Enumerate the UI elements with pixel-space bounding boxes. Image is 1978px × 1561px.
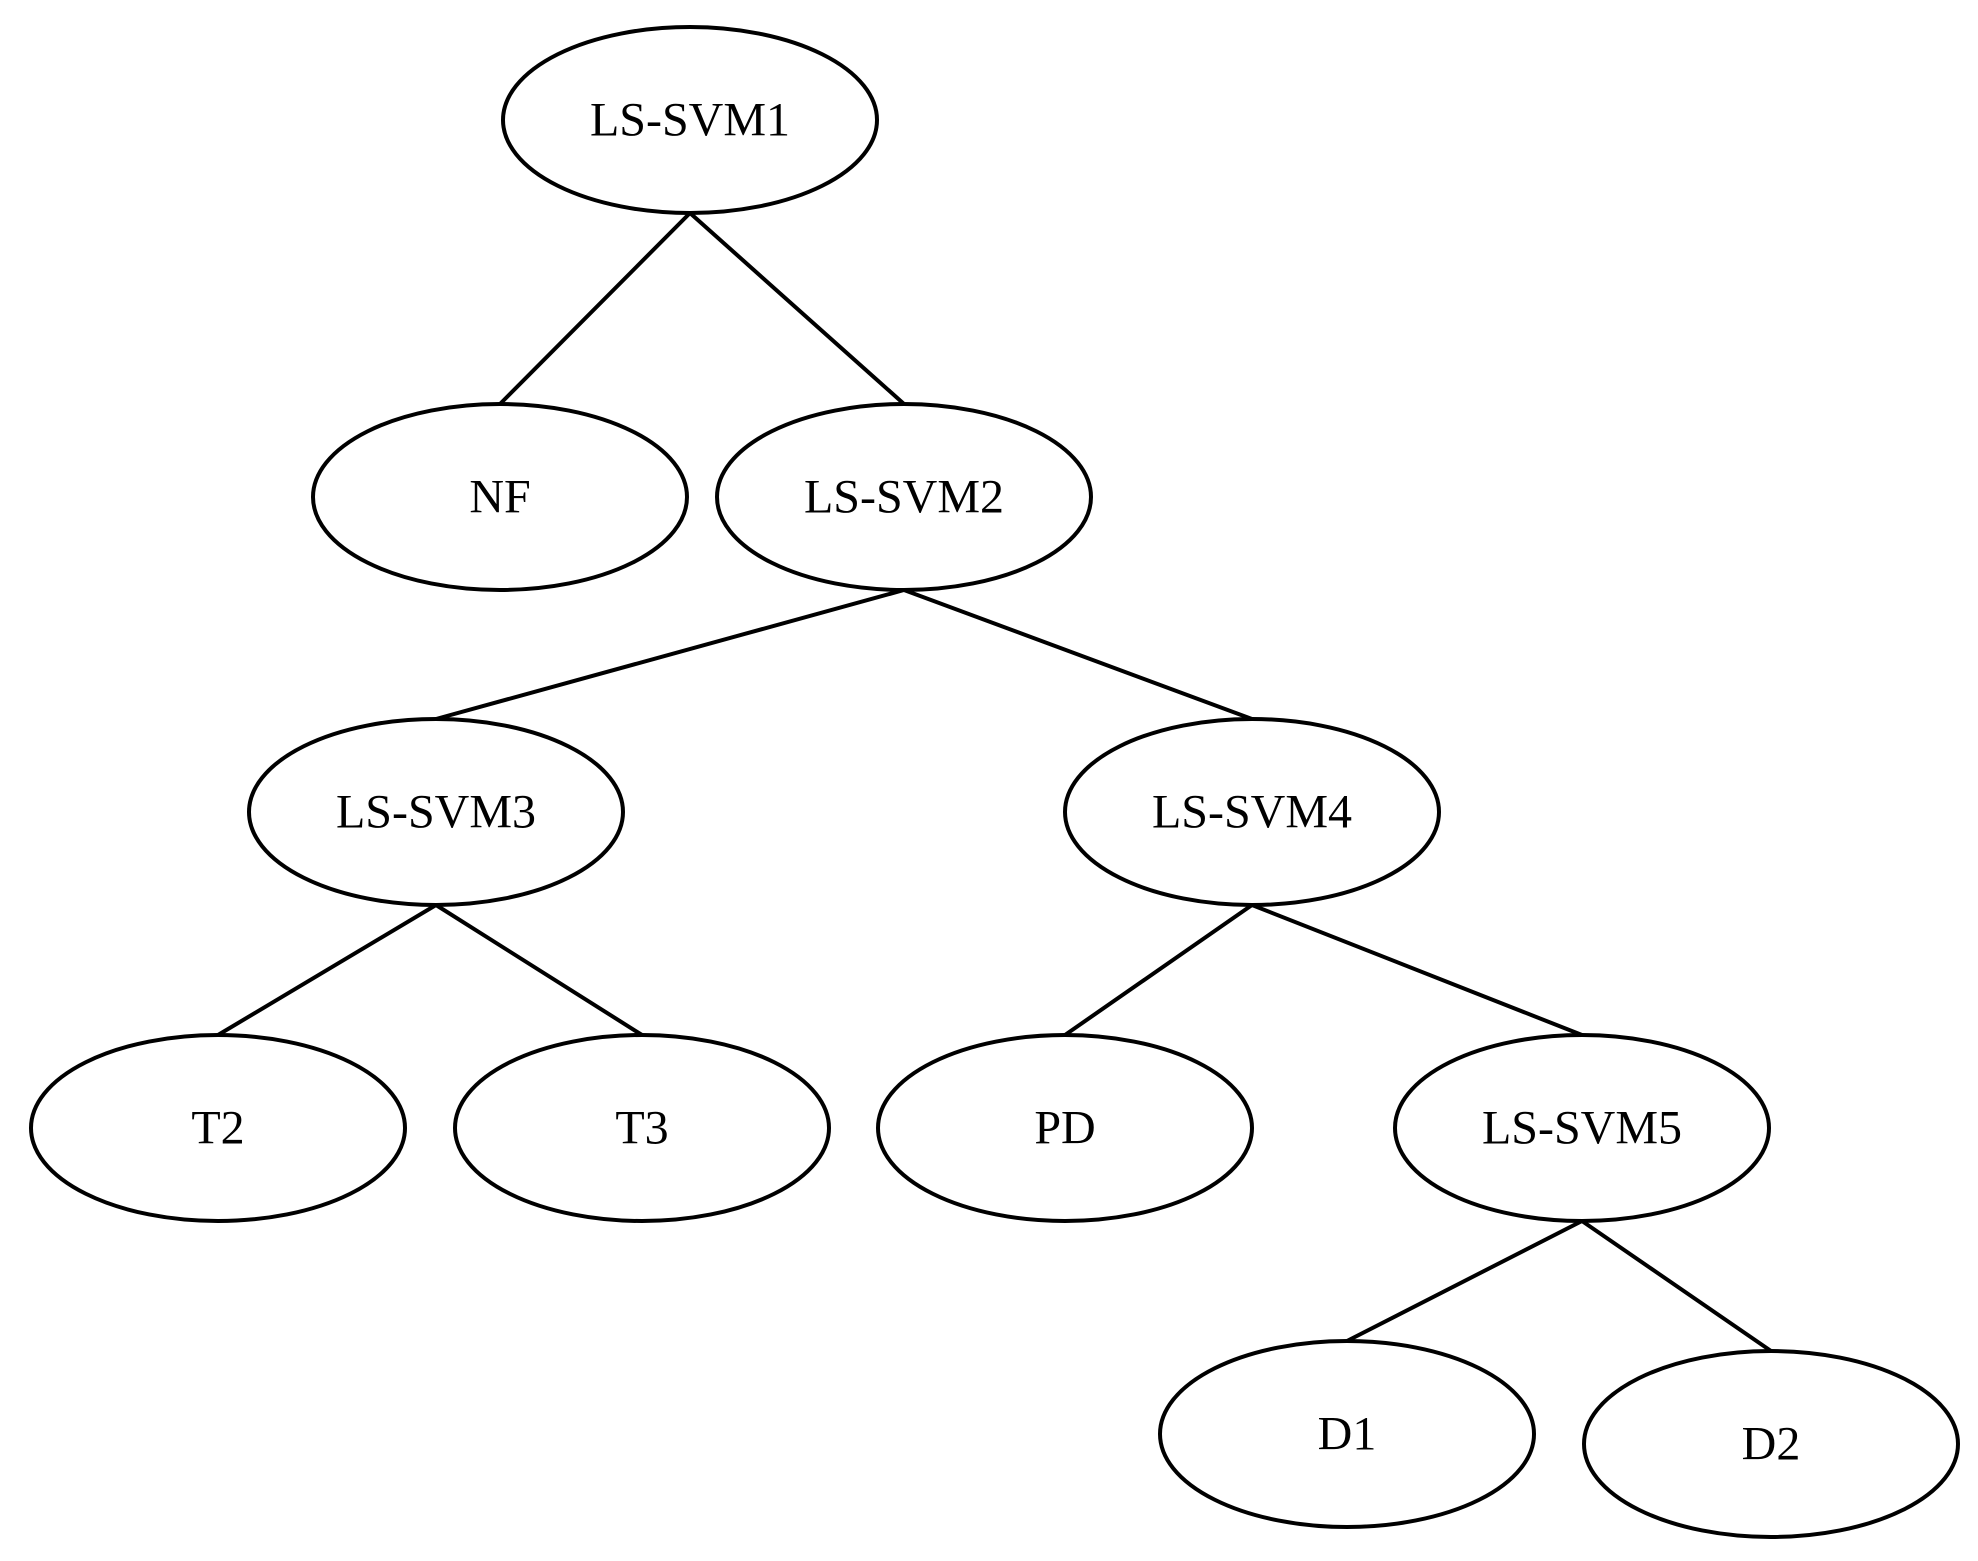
edge-n3-n4: [434, 588, 906, 721]
edge-n3-n5: [902, 588, 1254, 721]
tree-node: T2: [29, 1033, 407, 1223]
edge-n9-n11: [1580, 1219, 1773, 1353]
node-label: NF: [469, 471, 530, 524]
tree-node: NF: [311, 402, 689, 592]
node-ellipse: [311, 402, 689, 592]
node-label: LS-SVM3: [336, 786, 536, 839]
node-label: LS-SVM4: [1152, 786, 1352, 839]
node-label: LS-SVM2: [804, 471, 1004, 524]
tree-node: LS-SVM5: [1393, 1033, 1771, 1223]
node-ellipse: [453, 1033, 831, 1223]
node-ellipse: [1063, 717, 1441, 907]
node-label: D1: [1318, 1408, 1377, 1461]
tree-node: D1: [1158, 1339, 1536, 1529]
tree-node: PD: [876, 1033, 1254, 1223]
edge-n4-n6: [216, 903, 438, 1037]
edge-n1-n3: [688, 211, 906, 406]
node-ellipse: [1582, 1349, 1960, 1539]
edge-n1-n2: [498, 211, 692, 406]
node-ellipse: [29, 1033, 407, 1223]
edges-layer: [216, 211, 1773, 1353]
node-label: LS-SVM1: [590, 94, 790, 147]
node-label: T2: [191, 1102, 244, 1155]
tree-node: T3: [453, 1033, 831, 1223]
tree-node: LS-SVM2: [715, 402, 1093, 592]
node-ellipse: [1393, 1033, 1771, 1223]
node-ellipse: [1158, 1339, 1536, 1529]
node-label: LS-SVM5: [1482, 1102, 1682, 1155]
node-ellipse: [247, 717, 625, 907]
tree-node: LS-SVM1: [501, 25, 879, 215]
edge-n5-n8: [1063, 903, 1254, 1037]
tree-node: LS-SVM3: [247, 717, 625, 907]
node-ellipse: [715, 402, 1093, 592]
node-ellipse: [501, 25, 879, 215]
node-label: PD: [1034, 1102, 1095, 1155]
node-label: D2: [1742, 1418, 1801, 1471]
edge-n5-n9: [1250, 903, 1584, 1037]
node-ellipse: [876, 1033, 1254, 1223]
edge-n9-n10: [1345, 1219, 1584, 1343]
tree-node: D2: [1582, 1349, 1960, 1539]
tree-node: LS-SVM4: [1063, 717, 1441, 907]
node-label: T3: [615, 1102, 668, 1155]
edge-n4-n7: [434, 903, 644, 1037]
